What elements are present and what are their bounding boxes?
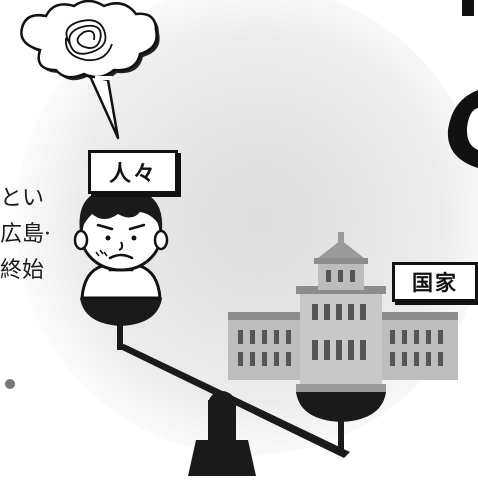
thought-cloud (20, 0, 160, 140)
left-pan (80, 298, 162, 326)
seesaw-beam (118, 344, 350, 458)
bullet-dot (5, 379, 15, 389)
worried-person (73, 186, 169, 300)
nation-label-text: 国家 (412, 271, 458, 295)
nation-label: 国家 (392, 262, 478, 302)
right-post (338, 395, 344, 453)
parliament-building (228, 232, 458, 392)
people-label-text: 人々 (108, 162, 157, 187)
body-text-line-1: とい (0, 186, 45, 211)
people-label: 人々 (88, 150, 178, 194)
large-glyph-fragment (447, 90, 478, 168)
body-text-line-3: 終始 (0, 258, 45, 283)
body-text-line-2: 広島· (0, 222, 51, 247)
right-pan (296, 392, 386, 422)
scribble-icon (64, 19, 113, 62)
glyph-stroke-top (462, 0, 474, 16)
